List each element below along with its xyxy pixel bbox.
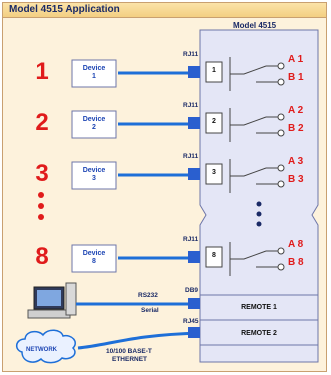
output-a-8: A 8: [288, 239, 304, 250]
channel-row-2: [118, 108, 285, 142]
unit-dot-1: [256, 201, 262, 207]
network-label: NETWORK: [26, 347, 57, 353]
channel-number-2: 2: [35, 109, 49, 136]
switch-3: [230, 167, 278, 185]
switch-1: [230, 65, 278, 83]
diagram-title: Model 4515 Application: [9, 4, 120, 15]
contact-b-1: [277, 78, 285, 86]
port-box-8: [205, 246, 223, 268]
rs232-label: RS232: [138, 292, 158, 299]
connector-label-8: RJ11: [183, 236, 199, 243]
computer-icon: [27, 282, 77, 319]
unit-dot-2: [256, 211, 262, 217]
channel-number-8: 8: [35, 243, 49, 270]
device-num-2: 2: [92, 124, 96, 131]
port-box-2: [205, 112, 223, 134]
port-number-8: 8: [212, 252, 216, 259]
rj11-plug-2: [188, 117, 200, 129]
contact-b-8: [277, 263, 285, 271]
device-box-3: [71, 161, 117, 190]
db9-label: DB9: [185, 287, 199, 294]
contact-b-3: [277, 180, 285, 188]
rj11-plug-8: [188, 251, 200, 263]
switch-2: [230, 116, 278, 134]
port-number-2: 2: [212, 118, 216, 125]
contact-b-2: [277, 129, 285, 137]
port-number-3: 3: [212, 169, 216, 176]
device-box-1: [71, 59, 117, 88]
port-box-3: [205, 163, 223, 185]
output-b-8: B 8: [288, 257, 304, 268]
device-name-8: Device: [82, 250, 106, 257]
channel-row-1: [118, 57, 285, 91]
contact-a-1: [277, 62, 285, 70]
connector-label-3: RJ11: [183, 153, 199, 160]
rj11-plug-1: [188, 66, 200, 78]
rj45-plug: [188, 327, 200, 338]
title-bar: Model 4515 Application: [3, 3, 326, 18]
remote-2-label: REMOTE 2: [241, 330, 277, 337]
network-cloud-icon: [16, 329, 76, 364]
output-a-3: A 3: [288, 156, 304, 167]
number-dot-1: [38, 192, 44, 198]
channel-number-1: 1: [35, 58, 49, 85]
device-box-2: [71, 110, 117, 139]
output-a-1: A 1: [288, 54, 304, 65]
serial-label: Serial: [141, 307, 159, 314]
device-num-8: 8: [92, 258, 96, 265]
contact-a-3: [277, 164, 285, 172]
output-b-1: B 1: [288, 72, 304, 83]
ethernet-cable: [77, 331, 201, 350]
port-box-1: [205, 61, 223, 83]
number-dot-3: [38, 214, 44, 220]
channel-row-3: [118, 159, 285, 193]
connector-label-1: RJ11: [183, 51, 199, 58]
rj45-label: RJ45: [183, 318, 199, 325]
device-name-1: Device: [82, 65, 106, 72]
device-num-3: 3: [92, 175, 96, 182]
ethernet-label: ETHERNET: [112, 356, 148, 363]
contact-a-2: [277, 113, 285, 121]
device-name-2: Device: [82, 116, 106, 123]
remote-1-label: REMOTE 1: [241, 304, 277, 311]
unit-title: Model 4515: [233, 21, 277, 30]
device-name-3: Device: [82, 167, 106, 174]
output-b-3: B 3: [288, 174, 304, 185]
device-num-1: 1: [92, 73, 96, 80]
unit-dot-3: [256, 221, 262, 227]
port-number-1: 1: [212, 67, 216, 74]
db9-plug: [188, 298, 200, 309]
ethernet-speed-label: 10/100 BASE-T: [106, 348, 152, 355]
switch-8: [230, 250, 278, 268]
contact-a-8: [277, 247, 285, 255]
channel-number-3: 3: [35, 160, 49, 187]
number-dot-2: [38, 203, 44, 209]
output-b-2: B 2: [288, 123, 304, 134]
device-box-8: [71, 244, 117, 273]
rj11-plug-3: [188, 168, 200, 180]
channel-row-8: [118, 242, 285, 276]
output-a-2: A 2: [288, 105, 304, 116]
connector-label-2: RJ11: [183, 102, 199, 109]
